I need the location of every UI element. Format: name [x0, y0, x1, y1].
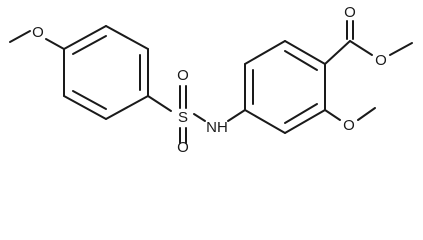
methyl-ester-group	[324, 20, 413, 65]
atom-o-sulfonyl-bottom: O	[177, 139, 189, 153]
atom-o-sulfonyl-top: O	[177, 67, 189, 84]
left-methoxy-group	[9, 30, 65, 50]
atom-o-methoxy-left: O	[32, 24, 44, 41]
sulfonyl-bonds	[147, 85, 206, 144]
atom-o-methoxy-right: O	[343, 117, 355, 134]
right-benzene-ring	[244, 40, 326, 134]
atom-s-sulfonyl: S	[178, 109, 188, 126]
structure-canvas: O S O O NH O O O	[9, 3, 413, 153]
amine-bond	[227, 109, 246, 122]
atom-o-ester: O	[375, 52, 387, 69]
atom-nh-sulfonamide: NH	[206, 119, 228, 136]
atom-o-carbonyl: O	[344, 4, 356, 21]
right-methoxy-group	[324, 107, 376, 121]
left-benzene-ring	[63, 25, 149, 120]
molecule-structure: O S O O NH O O O	[9, 4, 413, 153]
